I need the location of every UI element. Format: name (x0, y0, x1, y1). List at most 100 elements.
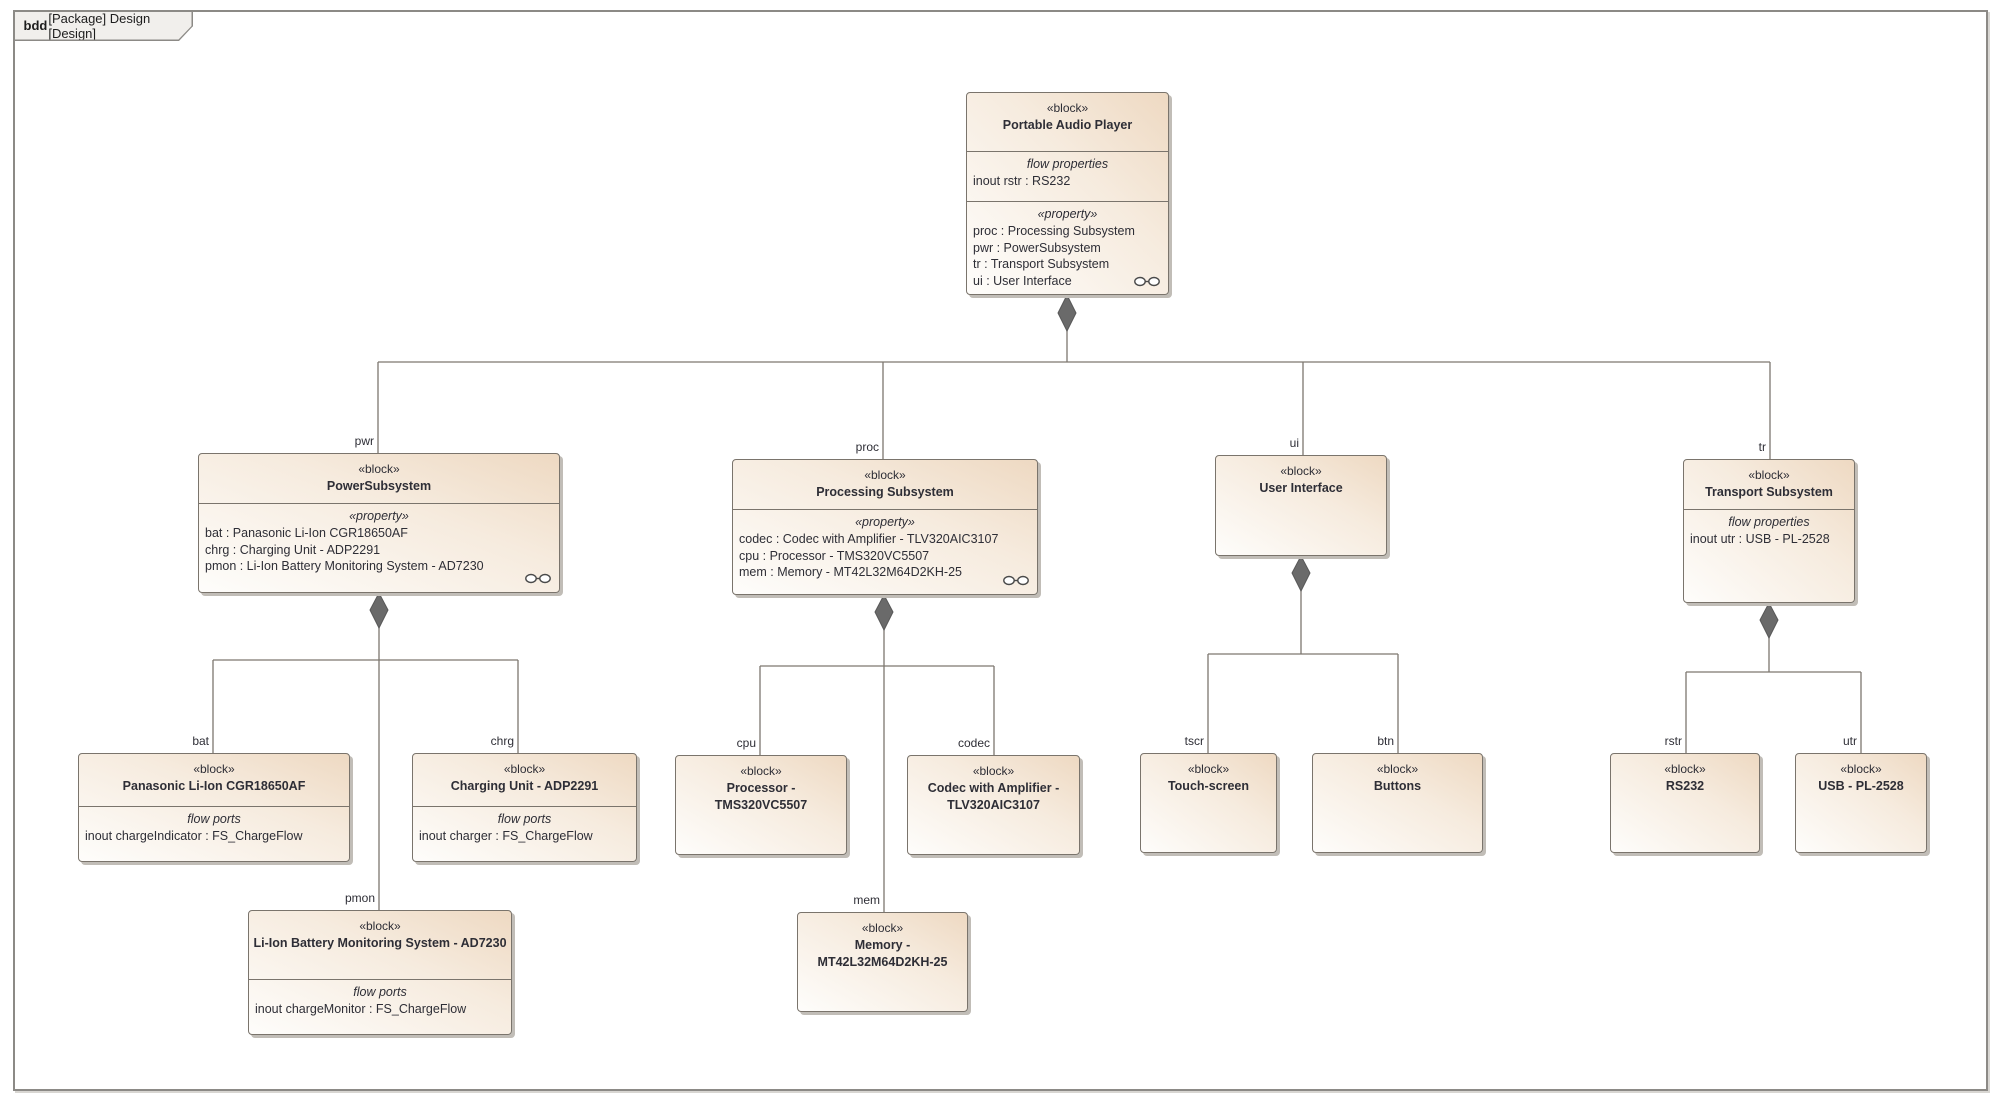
role-label-cpu: cpu (736, 736, 756, 750)
role-label-bat: bat (192, 734, 209, 748)
compartment-header-flow-ports: flow ports (353, 985, 407, 999)
block-user-interface[interactable]: «block» User Interface (1215, 455, 1387, 556)
composition-connector-player (377, 330, 1771, 459)
block-name: User Interface (1259, 481, 1343, 495)
frame-title: [Package] Design [Design] (48, 10, 151, 41)
block-name: Panasonic Li-Ion CGR18650AF (122, 779, 306, 793)
property-item: tr : Transport Subsystem (973, 257, 1110, 271)
role-label-pmon: pmon (344, 891, 375, 905)
compartment-header-property: «property» (855, 515, 915, 529)
composite-diamond-power (369, 591, 389, 630)
property-item: pmon : Li-Ion Battery Monitoring System … (205, 559, 484, 573)
composition-connector-transport (1685, 637, 1862, 753)
property-item: proc : Processing Subsystem (973, 224, 1135, 238)
property-item: codec : Codec with Amplifier - TLV320AIC… (739, 532, 999, 546)
block-stereotype: «block» (1046, 101, 1089, 115)
block-transport-subsystem[interactable]: «block» Transport Subsystem flow propert… (1683, 459, 1855, 603)
property-item: mem : Memory - MT42L32M64D2KH-25 (739, 565, 962, 579)
block-charging-unit[interactable]: «block» Charging Unit - ADP2291 flow por… (412, 753, 637, 862)
block-stereotype: «block» (1840, 762, 1882, 776)
block-name: Touch-screen (1167, 779, 1250, 793)
block-panasonic-li-ion[interactable]: «block» Panasonic Li-Ion CGR18650AF flow… (78, 753, 350, 862)
block-stereotype: «block» (740, 764, 782, 778)
diagram-frame-tab: bdd [Package] Design [Design] (13, 10, 193, 41)
property-item: chrg : Charging Unit - ADP2291 (205, 542, 381, 557)
block-power-subsystem[interactable]: «block» PowerSubsystem «property» bat : … (198, 453, 560, 593)
block-stereotype: «block» (1187, 762, 1230, 776)
block-stereotype: «block» (1664, 762, 1706, 776)
compartment-header-flow-properties: flow properties (1026, 157, 1109, 171)
composite-diagram-icon (1003, 575, 1029, 586)
compartment-header-flow-ports: flow ports (187, 812, 241, 826)
block-name: Charging Unit - ADP2291 (450, 779, 599, 793)
block-touch-screen[interactable]: «block» Touch-screen (1140, 753, 1277, 853)
composite-diamond-player (1057, 293, 1077, 333)
flow-property-item: inout utr : USB - PL-2528 (1690, 532, 1830, 546)
block-name: Buttons (1373, 779, 1422, 793)
composition-connector-ui (1207, 590, 1399, 753)
role-label-chrg: chrg (490, 734, 514, 748)
block-name: Portable Audio Player (1002, 118, 1133, 132)
compartment-header-property: «property» (349, 509, 409, 523)
block-codec-with-amplifier[interactable]: «block» Codec with Amplifier - TLV320AIC… (907, 755, 1080, 855)
compartment-header-flow-ports: flow ports (497, 812, 552, 826)
composition-connector-power (212, 627, 519, 910)
block-stereotype: «block» (503, 762, 546, 776)
composition-connector-processing (759, 629, 995, 912)
frame-keyword: bdd (23, 18, 48, 33)
block-name: Codec with Amplifier - TLV320AIC3107 (927, 781, 1060, 812)
block-memory[interactable]: «block» Memory - MT42L32M64D2KH-25 (797, 912, 968, 1012)
block-name: PowerSubsystem (326, 479, 432, 493)
block-battery-monitoring-system[interactable]: «block» Li-Ion Battery Monitoring System… (248, 910, 512, 1035)
block-name: Transport Subsystem (1705, 485, 1833, 499)
role-label-proc: proc (855, 440, 879, 454)
property-item: bat : Panasonic Li-Ion CGR18650AF (205, 526, 408, 540)
block-stereotype: «block» (972, 764, 1015, 778)
role-label-btn: btn (1377, 734, 1394, 748)
flow-property-item: inout rstr : RS232 (973, 174, 1071, 188)
block-stereotype: «block» (1280, 464, 1322, 478)
block-stereotype: «block» (358, 462, 400, 476)
block-portable-audio-player[interactable]: «block» Portable Audio Player flow prope… (966, 92, 1169, 295)
composite-diagram-icon (525, 573, 551, 584)
block-buttons[interactable]: «block» Buttons (1312, 753, 1483, 853)
property-item: cpu : Processor - TMS320VC5507 (739, 548, 930, 563)
role-label-utr: utr (1842, 734, 1857, 748)
block-name: RS232 (1665, 779, 1705, 793)
block-rs232[interactable]: «block» RS232 (1610, 753, 1760, 853)
role-label-pwr: pwr (354, 434, 374, 448)
role-label-tscr: tscr (1184, 734, 1204, 748)
role-label-rstr: rstr (1664, 734, 1682, 748)
composite-diamond-ui (1291, 554, 1311, 593)
diagram-frame (13, 10, 1988, 1091)
composite-diamond-transport (1759, 601, 1779, 640)
role-label-codec: codec (957, 736, 990, 750)
block-stereotype: «block» (864, 468, 906, 482)
block-stereotype: «block» (861, 921, 904, 935)
compartment-header-flow-properties: flow properties (1728, 515, 1810, 529)
block-stereotype: «block» (359, 919, 401, 933)
flow-port-item: inout chargeIndicator : FS_ChargeFlow (85, 829, 303, 843)
property-item: ui : User Interface (973, 273, 1072, 288)
block-processor[interactable]: «block» Processor - TMS320VC5507 (675, 755, 847, 855)
block-name: Processing Subsystem (816, 485, 954, 499)
block-usb-pl2528[interactable]: «block» USB - PL-2528 (1795, 753, 1927, 853)
property-item: pwr : PowerSubsystem (973, 240, 1101, 255)
flow-port-item: inout charger : FS_ChargeFlow (419, 829, 593, 843)
block-stereotype: «block» (1748, 468, 1790, 482)
flow-port-item: inout chargeMonitor : FS_ChargeFlow (255, 1002, 467, 1016)
composite-diamond-processing (874, 593, 894, 632)
block-stereotype: «block» (1376, 762, 1419, 776)
block-processing-subsystem[interactable]: «block» Processing Subsystem «property» … (732, 459, 1038, 595)
block-name: USB - PL-2528 (1818, 779, 1904, 793)
block-stereotype: «block» (193, 762, 235, 776)
role-label-mem: mem (853, 893, 880, 907)
role-label-tr: tr (1758, 440, 1766, 454)
block-name: Li-Ion Battery Monitoring System - AD723… (253, 936, 507, 950)
role-label-ui: ui (1289, 436, 1299, 450)
composite-diagram-icon (1134, 276, 1160, 287)
block-name: Memory - MT42L32M64D2KH-25 (817, 938, 948, 969)
compartment-header-property: «property» (1037, 207, 1098, 221)
